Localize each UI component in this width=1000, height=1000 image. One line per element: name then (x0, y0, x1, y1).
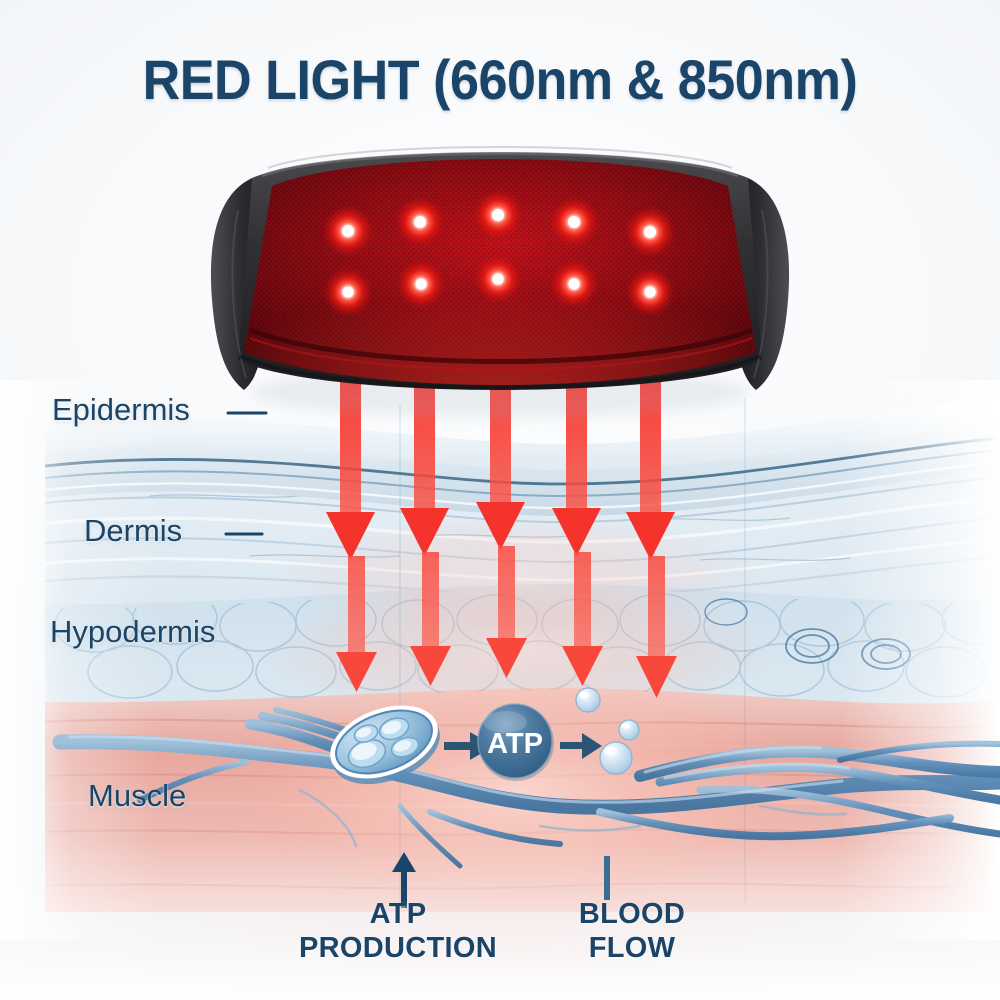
layer-label-epidermis: Epidermis (52, 392, 190, 427)
callout-atp-line1: ATP (369, 898, 427, 930)
layer-label-muscle: Muscle (88, 778, 187, 813)
page-title: RED LIGHT (660nm & 850nm) (142, 48, 858, 111)
callout-atp-production: ATP PRODUCTION (286, 898, 510, 965)
layer-label-hypodermis: Hypodermis (50, 614, 216, 649)
layer-label-dermis: Dermis (84, 513, 183, 548)
callout-atp-line2: PRODUCTION (299, 931, 497, 964)
callout-blood-line1: BLOOD (578, 898, 686, 930)
callout-blood-flow: BLOOD FLOW (530, 898, 734, 965)
callout-blood-line2: FLOW (588, 931, 676, 964)
